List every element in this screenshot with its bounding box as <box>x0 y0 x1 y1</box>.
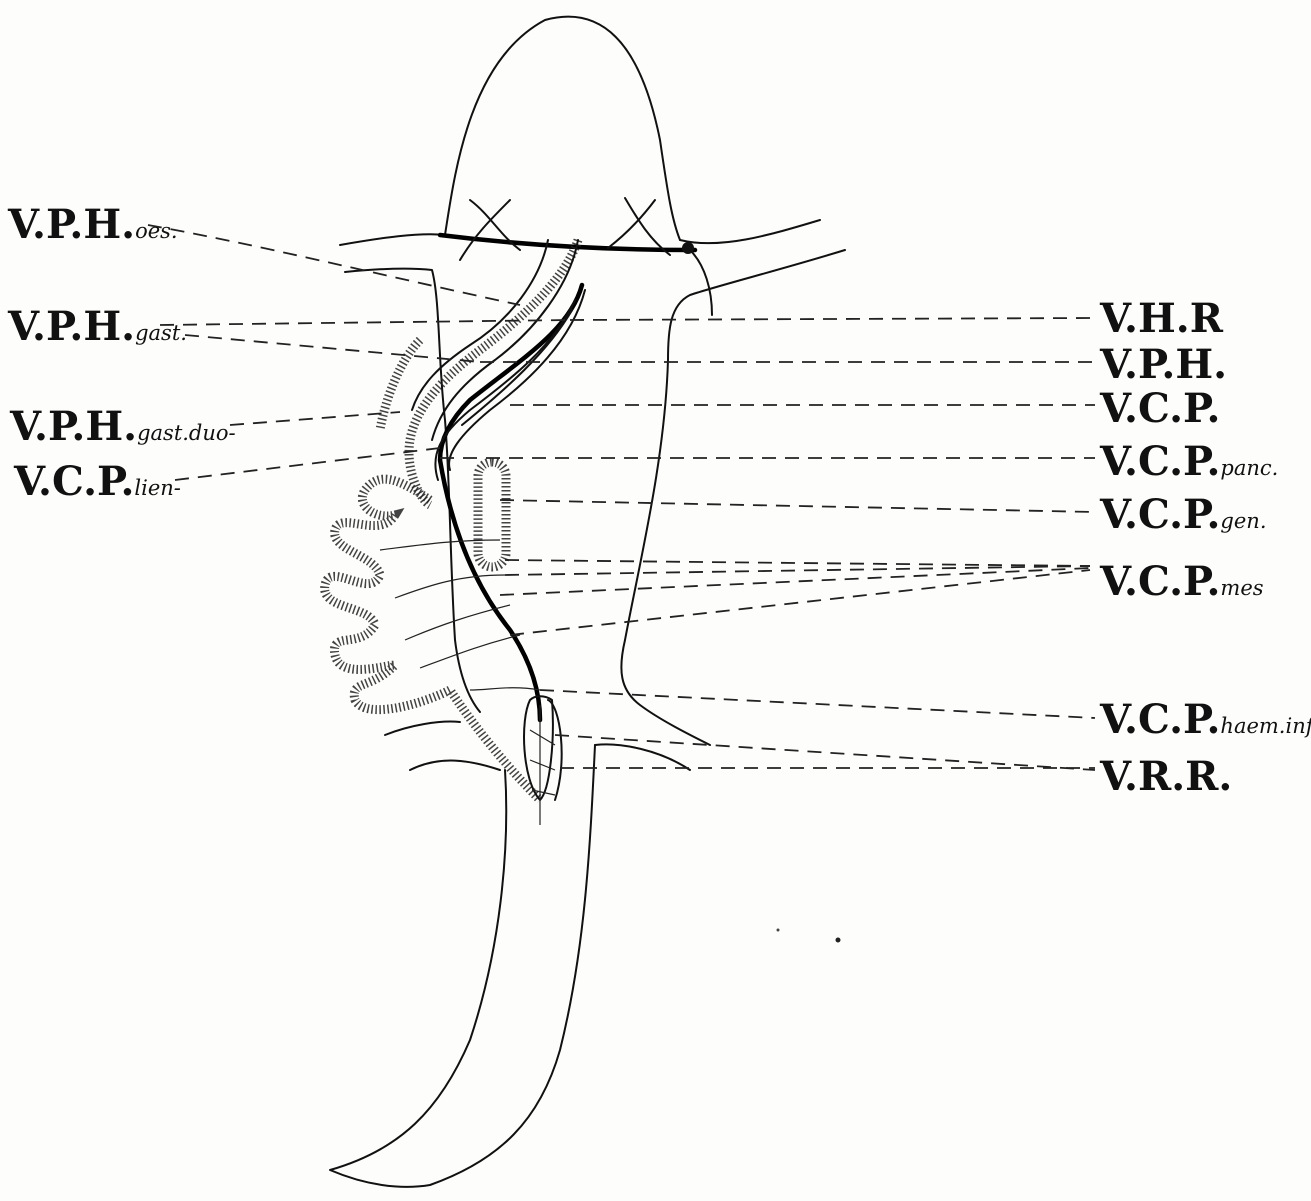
label-vrr: V.R.R. <box>1099 753 1232 800</box>
label-vph: V.P.H. <box>1099 341 1227 388</box>
label-vcp-gen: V.C.P.gen. <box>1099 491 1267 538</box>
label-vcp-mes: V.C.P.mes <box>1099 558 1264 605</box>
gut-and-vessels <box>325 240 585 825</box>
label-vcp-haem-inf: V.C.P.haem.inf. <box>1099 696 1311 743</box>
label-vcp: V.C.P. <box>1099 385 1220 432</box>
speck <box>777 929 780 932</box>
leader-lines <box>148 225 1095 770</box>
label-vcp-panc: V.C.P.panc. <box>1099 438 1278 485</box>
right-labels: V.H.R V.P.H. V.C.P. V.C.P.panc. V.C.P.ge… <box>1099 295 1311 800</box>
left-labels: V.P.H.oes. V.P.H.gast. V.P.H.gast.duo- V… <box>7 201 236 505</box>
label-vph-oes: V.P.H.oes. <box>7 201 178 248</box>
label-vhr: V.H.R <box>1099 295 1224 342</box>
label-vph-gast: V.P.H.gast. <box>7 303 187 350</box>
speck <box>836 938 841 943</box>
body-outline <box>330 17 845 1187</box>
label-vph-gast-duo: V.P.H.gast.duo- <box>9 403 236 450</box>
label-vcp-lien: V.C.P.lien- <box>13 458 181 505</box>
